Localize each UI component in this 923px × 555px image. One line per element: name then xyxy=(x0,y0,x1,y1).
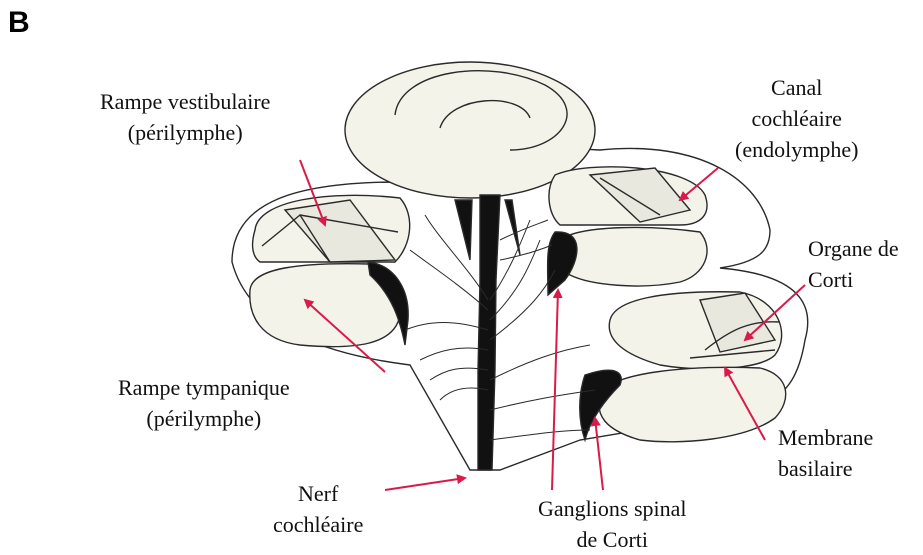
right-middle-turn xyxy=(557,227,707,285)
panel-letter: B xyxy=(8,6,30,40)
label-canal-cochleaire: Canal cochléaire (endolymphe) xyxy=(735,72,858,165)
label-nerf-cochleaire: Nerf cochléaire xyxy=(273,478,363,540)
label-rampe-tympanique: Rampe tympanique (périlymphe) xyxy=(118,372,290,434)
label-membrane-basilaire: Membrane basilaire xyxy=(778,422,873,484)
label-organe-corti: Organe de Corti xyxy=(808,233,899,295)
label-ganglions-spinal: Ganglions spinal de Corti xyxy=(538,493,687,555)
right-bottom-turn xyxy=(599,367,786,441)
label-rampe-vestibulaire: Rampe vestibulaire (périlymphe) xyxy=(100,86,270,148)
arrow-nerf-cochleaire xyxy=(385,478,465,490)
